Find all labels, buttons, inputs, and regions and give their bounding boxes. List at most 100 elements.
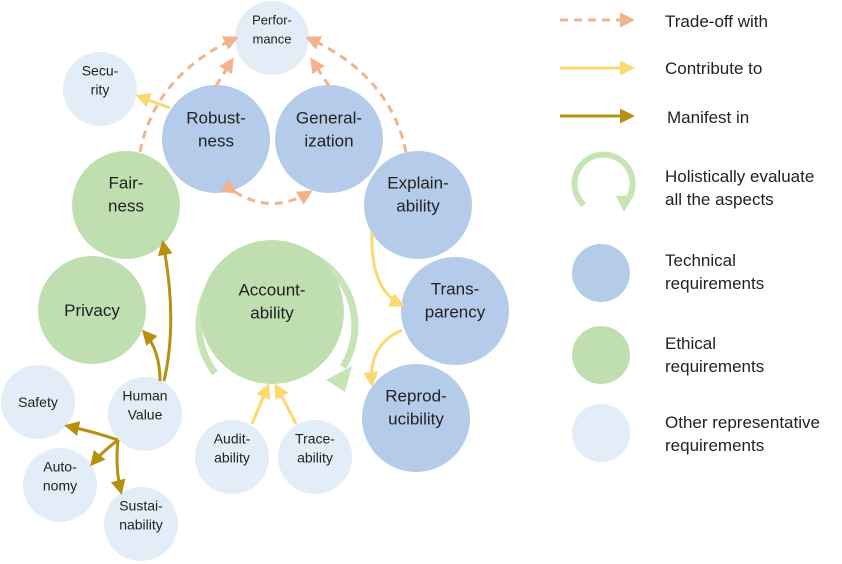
label-line: General- <box>296 109 362 128</box>
nodes <box>1 1 509 561</box>
label-line: all the aspects <box>665 190 774 209</box>
label-reproducibility: Reprod-ucibility <box>385 387 446 429</box>
label-line: Account- <box>238 281 305 300</box>
label-fairness: Fair-ness <box>108 174 144 216</box>
label-line: Human <box>122 388 167 404</box>
node-transparency <box>401 257 509 365</box>
label-traceability: Trace-ability <box>295 431 335 466</box>
arrow-traceability-accountability <box>274 383 298 425</box>
legend-contribute: Contribute to <box>560 59 762 78</box>
arrow-explainability-transparency <box>370 231 405 307</box>
arrow-fairness-performance <box>138 36 239 153</box>
node-safety <box>1 365 75 439</box>
legend-other-label: Other representative requirements <box>665 413 820 455</box>
node-generalization <box>275 85 383 193</box>
label-generalization: General-ization <box>296 109 362 151</box>
arrow-humanvalue-sustainability <box>110 439 126 495</box>
label-line: nability <box>119 517 163 533</box>
label-line: Trade-off with <box>665 12 768 31</box>
arrow-auditability-accountability <box>250 383 271 425</box>
label-line: ability <box>396 197 440 216</box>
label-line: mance <box>252 32 291 47</box>
label-line: Perfor- <box>252 13 292 28</box>
contribute-arrows <box>135 93 405 425</box>
label-privacy: Privacy <box>64 301 120 320</box>
legend-tradeoff: Trade-off with <box>560 12 768 31</box>
legend-holistic-label: Holistically evaluate all the aspects <box>665 167 814 209</box>
label-performance: Perfor-mance <box>252 13 292 47</box>
label-security: Secu-rity <box>82 63 119 98</box>
label-line: parency <box>425 303 486 322</box>
node-accountability <box>200 240 344 384</box>
legend-ethical: Ethical requirements <box>572 326 764 384</box>
node-fairness <box>72 151 180 259</box>
node-auditability <box>195 420 269 494</box>
node-autonomy <box>23 448 97 522</box>
label-robustness: Robust-ness <box>186 109 246 151</box>
label-line: Fair- <box>109 174 144 193</box>
legend-technical: Technical requirements <box>572 244 764 302</box>
tradeoff-arrows <box>138 36 408 205</box>
label-line: Technical <box>665 251 736 270</box>
label-line: Privacy <box>64 301 120 320</box>
label-explainability: Explain-ability <box>387 174 448 216</box>
label-line: Robust- <box>186 109 246 128</box>
label-line: Audit- <box>214 431 251 447</box>
node-privacy <box>38 256 146 364</box>
label-line: ization <box>304 132 353 151</box>
legend: Trade-off with Contribute to Manifest in… <box>560 12 820 462</box>
arrow-robustness-generalization <box>220 179 313 205</box>
node-sustainability <box>104 487 178 561</box>
label-line: Holistically evaluate <box>665 167 814 186</box>
label-safety: Safety <box>18 394 58 410</box>
label-line: ability <box>297 450 333 466</box>
label-line: requirements <box>665 357 764 376</box>
node-performance <box>235 1 309 75</box>
label-line: Trans- <box>431 280 480 299</box>
legend-ethical-label: Ethical requirements <box>665 334 764 376</box>
label-line: Ethical <box>665 334 716 353</box>
label-line: ability <box>250 304 294 323</box>
node-reproducibility <box>362 364 470 472</box>
label-line: ness <box>198 132 234 151</box>
label-line: Sustai- <box>119 498 163 514</box>
label-line: Secu- <box>82 63 119 79</box>
node-explainability <box>364 151 472 259</box>
label-line: Trace- <box>295 431 335 447</box>
arrow-humanvalue-safety <box>64 421 119 442</box>
legend-holistic: Holistically evaluate all the aspects <box>571 151 814 212</box>
label-line: requirements <box>665 274 764 293</box>
label-line: ness <box>108 197 144 216</box>
node-traceability <box>278 420 352 494</box>
arrow-humanvalue-fairness <box>157 240 173 382</box>
manifest-arrows <box>64 240 173 495</box>
label-line: ability <box>214 450 250 466</box>
arrow-robustness-performance <box>214 57 234 87</box>
label-line: requirements <box>665 436 764 455</box>
label-line: Contribute to <box>665 59 762 78</box>
node-security <box>63 52 137 126</box>
label-line: Other representative <box>665 413 820 432</box>
label-accountability: Account-ability <box>238 281 305 323</box>
arrow-humanvalue-autonomy <box>90 438 119 467</box>
legend-manifest: Manifest in <box>560 108 749 127</box>
node-robustness <box>162 85 270 193</box>
arrow-generalization-performance <box>310 57 331 87</box>
label-line: Manifest in <box>667 108 749 127</box>
legend-other: Other representative requirements <box>572 404 820 462</box>
legend-technical-label: Technical requirements <box>665 251 764 293</box>
label-line: Value <box>128 407 163 423</box>
label-line: Explain- <box>387 174 448 193</box>
label-line: Reprod- <box>385 387 446 406</box>
node-labels: Perfor-mance Secu-rity Robust-ness Gener… <box>18 13 486 533</box>
arrow-humanvalue-privacy <box>142 329 162 382</box>
label-autonomy: Auto-nomy <box>43 459 77 494</box>
label-sustainability: Sustai-nability <box>119 498 163 533</box>
legend-manifest-label: Manifest in <box>667 108 749 127</box>
label-auditability: Audit-ability <box>214 431 251 466</box>
label-line: Safety <box>18 394 58 410</box>
legend-tradeoff-label: Trade-off with <box>665 12 768 31</box>
arrow-robustness-security <box>135 93 171 110</box>
